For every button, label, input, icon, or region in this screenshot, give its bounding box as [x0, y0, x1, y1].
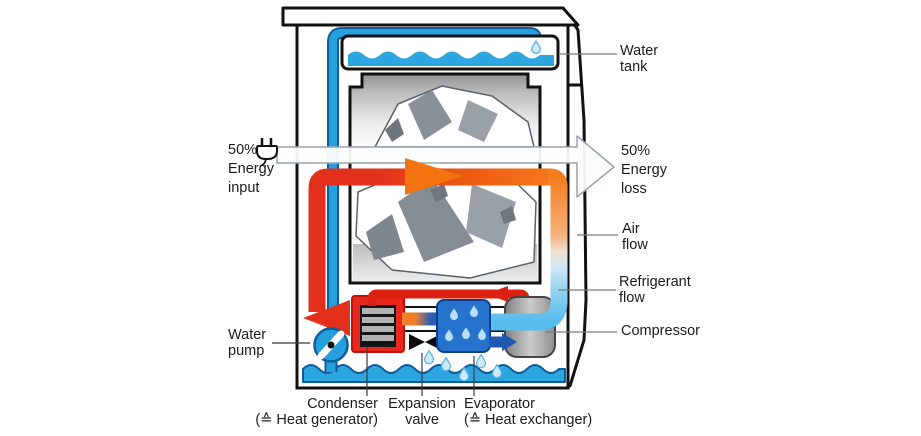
label-evaporator: Evaporator (≙ Heat exchanger) — [464, 396, 593, 428]
power-plug-icon — [256, 138, 278, 167]
leader-lines — [272, 53, 618, 396]
label-compressor: Compressor — [621, 323, 700, 339]
label-air-flow: Air flow — [622, 221, 648, 253]
refrigerant-arrowhead — [486, 286, 508, 302]
label-water-pump: Water pump — [228, 327, 267, 359]
condenser — [351, 295, 405, 353]
clothes-illustration — [355, 85, 537, 279]
water-tank-water — [348, 51, 554, 66]
water-tank — [340, 34, 560, 71]
label-expansion-valve: Expansion valve — [388, 396, 456, 428]
label-condenser: Condenser (≙ Heat generator) — [255, 396, 378, 428]
evaporator — [436, 299, 491, 353]
label-energy-loss: 50% Energy loss — [621, 143, 667, 198]
water-pump — [313, 327, 349, 372]
air-loop-hot-pipe — [308, 168, 548, 312]
air-flow-arrowhead — [405, 158, 463, 195]
energy-flow-arrow — [276, 135, 615, 198]
label-refrigerant-flow: Refrigerant flow — [619, 274, 691, 306]
hot-air-arrowhead — [303, 300, 350, 336]
suction-pipe — [489, 333, 517, 351]
label-energy-input: 50% Energy input — [228, 142, 274, 197]
air-loop-cool-pipe — [490, 168, 568, 331]
label-water-tank: Water tank — [620, 43, 659, 75]
cabinet-lid — [281, 6, 580, 27]
